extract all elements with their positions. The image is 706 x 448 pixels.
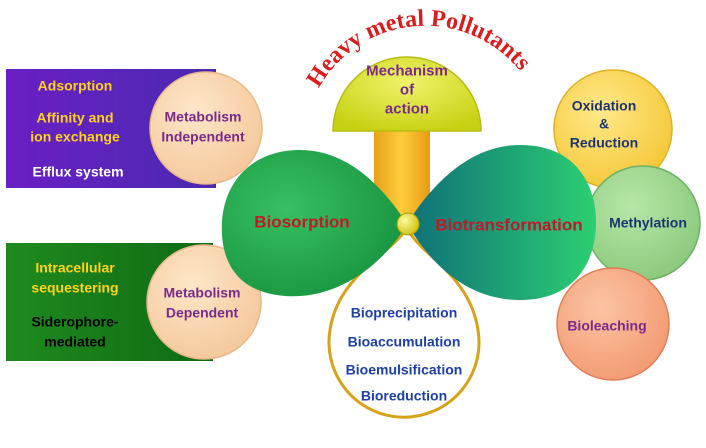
biosorption-label: Biosorption: [254, 212, 350, 232]
biotransformation-petal: [407, 145, 596, 300]
oxidation-label-2: &: [598, 115, 610, 132]
bioleaching-label: Bioleaching: [567, 317, 647, 334]
bioaccumulation-label: Bioaccumulation: [347, 333, 461, 350]
siderophore-label-1: Siderophore-: [31, 313, 119, 330]
methylation-label: Methylation: [609, 214, 687, 231]
adsorption-label: Adsorption: [37, 77, 113, 94]
independent-circle-label-2: Independent: [161, 128, 245, 145]
mechanism-label-1: Mechanism: [366, 62, 448, 80]
bioprecipitation-label: Bioprecipitation: [350, 304, 458, 321]
independent-circle: [149, 71, 263, 185]
mechanism-label-3: action: [384, 100, 430, 118]
bioreduction-label: Bioreduction: [360, 387, 448, 404]
siderophore-label-2: mediated: [44, 333, 106, 350]
mechanism-label-2: of: [399, 81, 415, 99]
intracellular-label-1: Intracellular: [35, 259, 115, 276]
dependent-circle-label-1: Metabolism: [163, 284, 241, 301]
dependent-circle: [146, 244, 262, 360]
bottom-petal: [327, 224, 481, 419]
affinity-label-1: Affinity and: [36, 109, 114, 126]
oxidation-label-3: Reduction: [569, 134, 639, 151]
affinity-label-2: ion exchange: [30, 128, 120, 145]
biotransformation-label: Biotransformation: [435, 215, 583, 235]
mechanism-dome: [332, 56, 482, 132]
bioleaching-circle: [556, 267, 670, 381]
intracellular-label-2: sequestering: [31, 279, 119, 296]
oxidation-label-1: Oxidation: [571, 97, 637, 114]
independent-circle-label-1: Metabolism: [164, 108, 242, 125]
biosorption-petal: [221, 150, 407, 297]
dependent-circle-label-2: Dependent: [165, 304, 239, 321]
center-knob: [396, 212, 420, 236]
bioemulsification-label: Bioemulsification: [345, 361, 463, 378]
efflux-label: Efflux system: [32, 163, 124, 180]
